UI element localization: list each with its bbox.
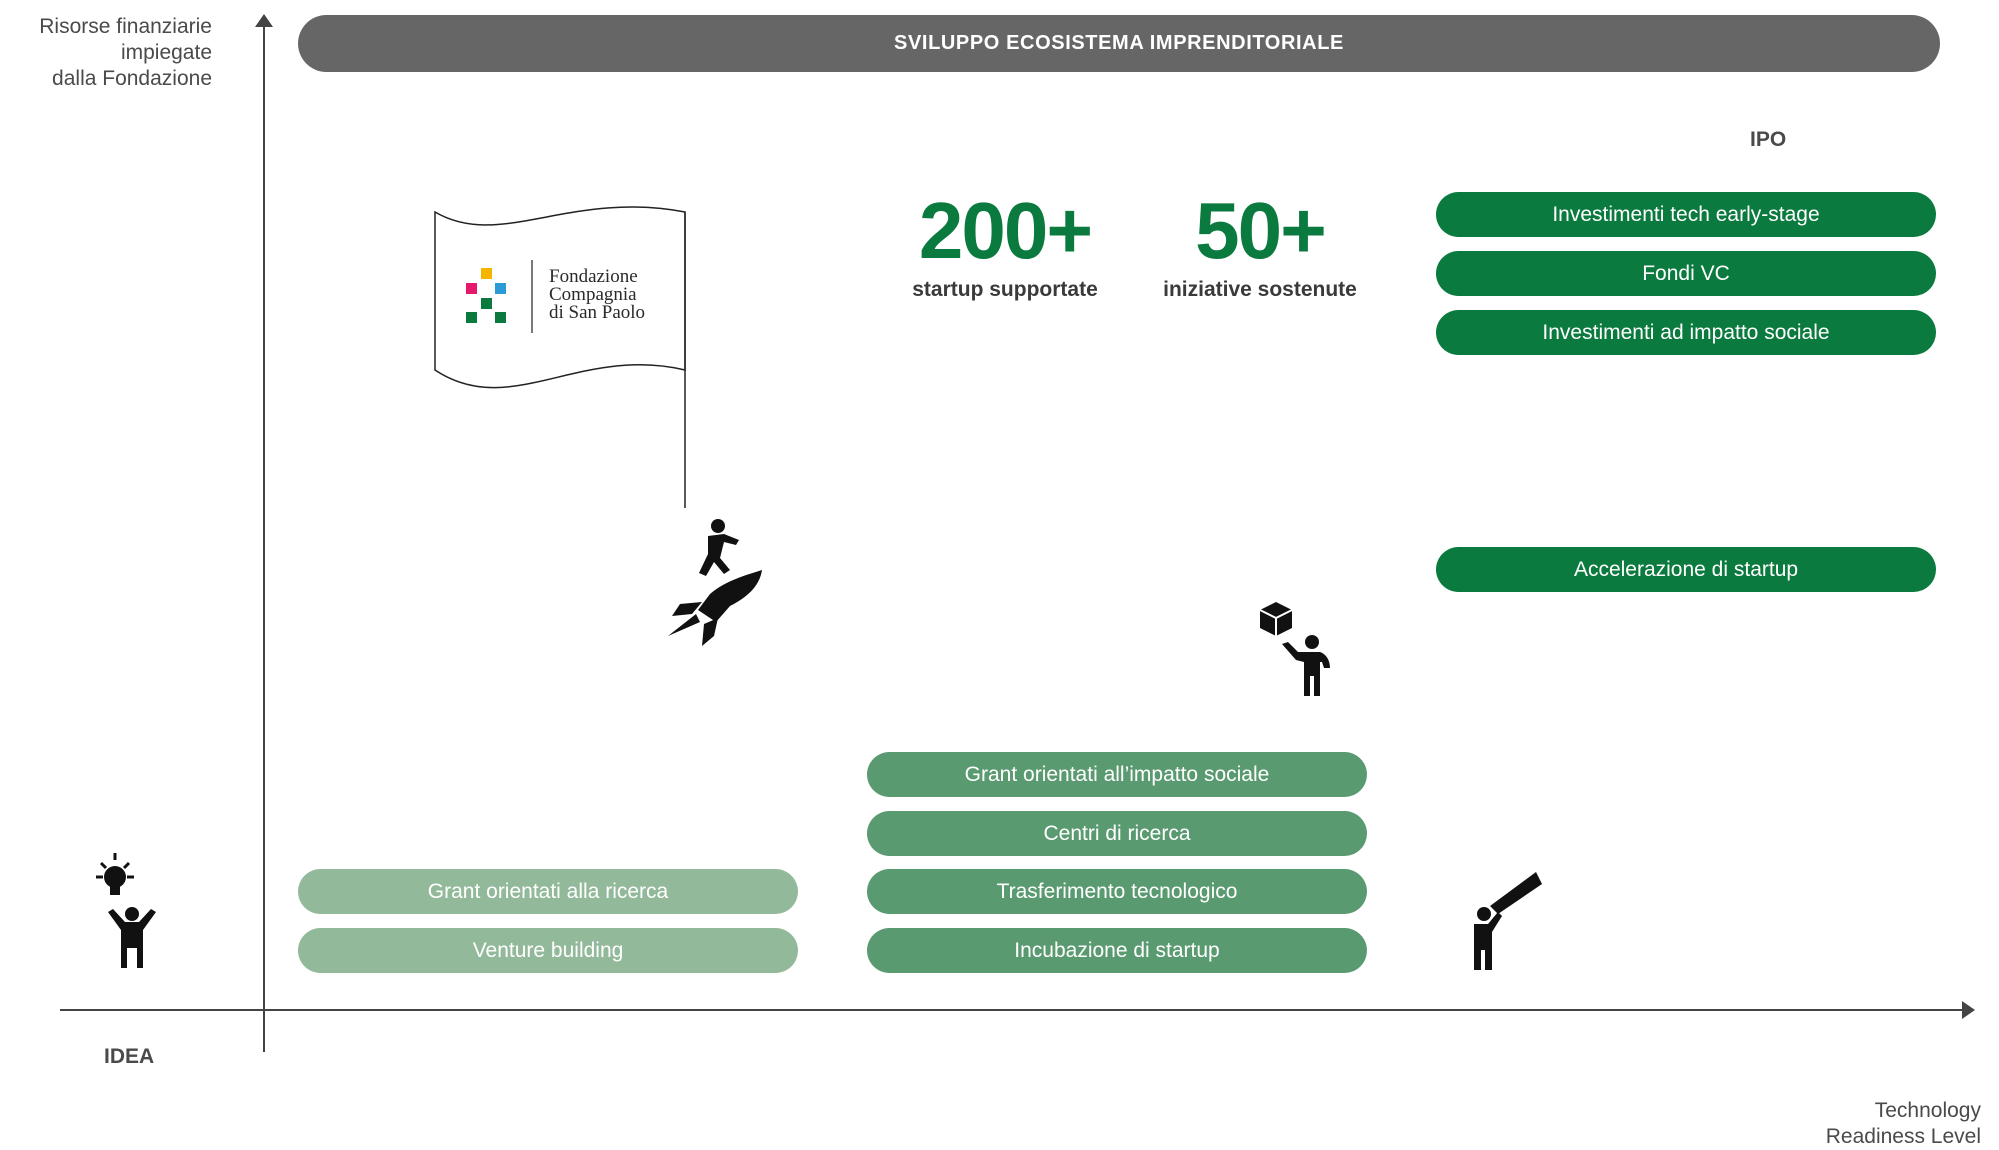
- y-axis-label-line: impiegate: [120, 41, 212, 64]
- telescope-person-icon: [1474, 872, 1542, 970]
- y-axis-label-line: dalla Fondazione: [52, 67, 212, 90]
- pill-fondi-vc: Fondi VC: [1436, 251, 1936, 296]
- x-axis-label: Technology Readiness Level: [1681, 1098, 1981, 1150]
- stat-startups: 200+ startup supportate: [880, 188, 1130, 302]
- pill-accelerazione: Accelerazione di startup: [1436, 547, 1936, 592]
- pill-trasferimento: Trasferimento tecnologico: [867, 869, 1367, 914]
- pill-grant-ricerca: Grant orientati alla ricerca: [298, 869, 798, 914]
- pill-venture-building: Venture building: [298, 928, 798, 973]
- logo-line: Fondazione: [549, 266, 638, 287]
- stat-value: 50+: [1195, 186, 1327, 275]
- pill-incubazione: Incubazione di startup: [867, 928, 1367, 973]
- stat-initiatives: 50+ iniziative sostenute: [1140, 188, 1380, 302]
- ecosystem-banner: SVILUPPO ECOSISTEMA IMPRENDITORIALE: [298, 15, 1940, 72]
- logo-line: Compagnia: [549, 284, 637, 305]
- ipo-label: IPO: [1750, 128, 1787, 151]
- y-axis-arrow: [255, 14, 273, 27]
- banner-title: SVILUPPO ECOSISTEMA IMPRENDITORIALE: [894, 32, 1344, 54]
- y-axis-line: [263, 22, 265, 1052]
- pill-centri-ricerca: Centri di ricerca: [867, 811, 1367, 856]
- logo-line: di San Paolo: [549, 302, 646, 323]
- stat-label: iniziative sostenute: [1163, 278, 1357, 301]
- y-axis-label-line: Risorse finanziarie: [39, 15, 212, 38]
- cube-person-icon: [1259, 602, 1330, 696]
- x-axis-line: [60, 1009, 1965, 1011]
- x-axis-label-line: Readiness Level: [1825, 1125, 1981, 1148]
- rocket-rider-icon: [668, 519, 762, 646]
- lightbulb-person-icon: [96, 853, 156, 968]
- pill-investimenti-tech: Investimenti tech early-stage: [1436, 192, 1936, 237]
- logo-text: Fondazione Compagnia di San Paolo: [549, 266, 646, 323]
- pill-grant-impatto: Grant orientati all’impatto sociale: [867, 752, 1367, 797]
- stat-label: startup supportate: [912, 278, 1098, 301]
- stat-value: 200+: [918, 186, 1093, 275]
- idea-label: IDEA: [104, 1045, 155, 1068]
- y-axis-label: Risorse finanziarie impiegate dalla Fond…: [10, 14, 212, 92]
- x-axis-label-line: Technology: [1874, 1099, 1981, 1122]
- pill-investimenti-impatto: Investimenti ad impatto sociale: [1436, 310, 1936, 355]
- flag-icon: [434, 206, 686, 508]
- x-axis-arrow: [1962, 1001, 1975, 1019]
